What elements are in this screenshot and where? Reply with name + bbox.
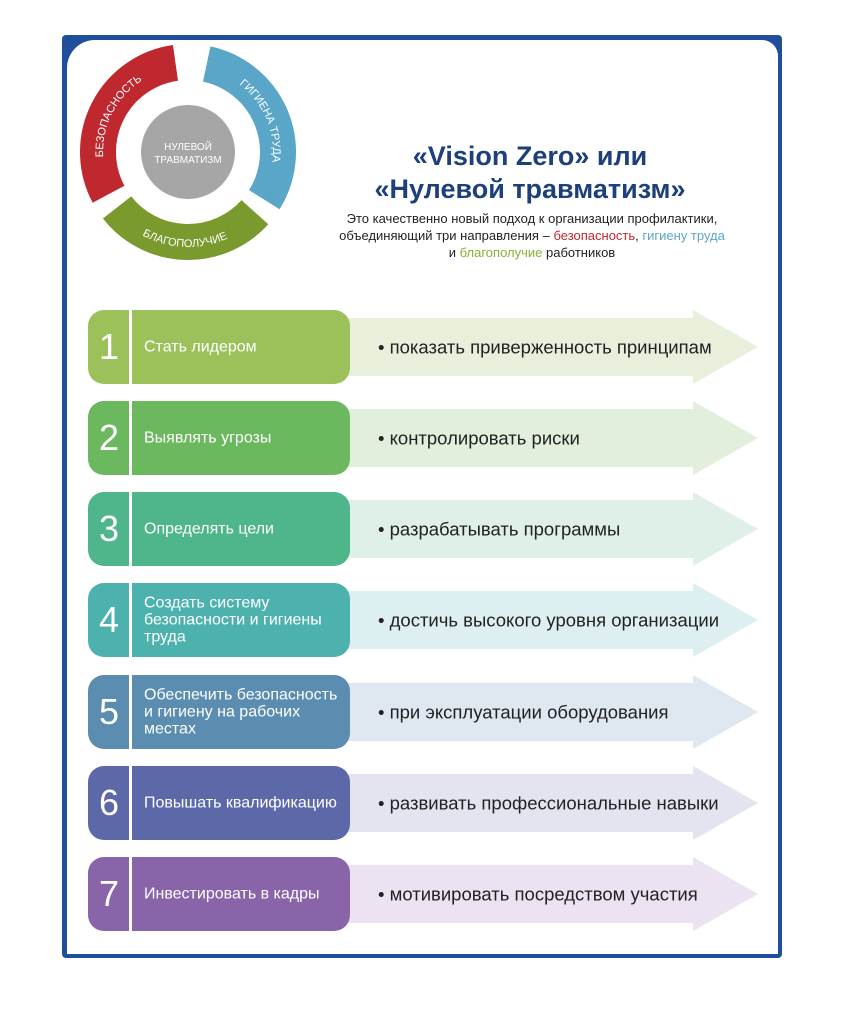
- step-title: Стать лидером: [144, 338, 257, 356]
- step-pill: 3 Определять цели: [88, 492, 350, 566]
- step-number: 7: [98, 873, 120, 914]
- step-divider: [129, 675, 132, 749]
- step-pill: 6 Повышать квалификацию: [88, 766, 350, 840]
- step-divider: [129, 857, 132, 931]
- step-pill: 2 Выявлять угрозы: [88, 401, 350, 475]
- highlight-safety: безопасность: [553, 228, 636, 243]
- highlight-wellbeing: благополучие: [459, 245, 543, 260]
- step-title: Определять цели: [144, 520, 274, 538]
- step-title: Инвестировать в кадры: [144, 885, 320, 903]
- highlight-hygiene: гигиену труда: [642, 228, 725, 243]
- step-action: • развивать профессиональные навыки: [378, 792, 719, 814]
- step-pill: 1 Стать лидером: [88, 310, 350, 384]
- step-divider: [129, 583, 132, 657]
- step-title: Выявлять угрозы: [144, 429, 272, 447]
- step-row: 3 Определять цели • разрабатывать програ…: [88, 492, 758, 566]
- step-number: 2: [98, 417, 120, 458]
- step-divider: [129, 310, 132, 384]
- step-arrow: [338, 492, 758, 566]
- and-word: и: [448, 245, 457, 260]
- center-label-line1: НУЛЕВОЙ: [164, 140, 212, 153]
- step-number: 5: [98, 691, 120, 732]
- step-row: 2 Выявлять угрозы • контролировать риски: [88, 401, 758, 475]
- step-divider: [129, 401, 132, 475]
- step-title: Обеспечить безопасность и гигиену на раб…: [144, 686, 338, 738]
- segment-safety: [80, 45, 179, 203]
- step-pill: 5 Обеспечить безопасность и гигиену на р…: [88, 675, 350, 749]
- step-number: 1: [98, 326, 120, 367]
- step-title: Повышать квалификацию: [144, 794, 337, 812]
- step-row: 7 Инвестировать в кадры • мотивировать п…: [88, 857, 758, 931]
- description-end: работников: [546, 245, 616, 260]
- page-title: «Vision Zero» или «Нулевой травматизм»: [330, 140, 730, 206]
- description-line1: Это качественно новый подход к организац…: [346, 211, 718, 226]
- step-action: • разрабатывать программы: [378, 518, 621, 540]
- step-title: Создать систему безопасности и гигиены т…: [144, 594, 322, 646]
- step-action: • при эксплуатации оборудования: [378, 701, 669, 723]
- step-pill: 7 Инвестировать в кадры: [88, 857, 350, 931]
- step-number: 4: [98, 599, 120, 640]
- step-arrow: [338, 401, 758, 475]
- segment-hygiene: [202, 46, 296, 210]
- step-arrow: [338, 310, 758, 384]
- step-row: 4 Создать систему безопасности и гигиены…: [88, 583, 758, 657]
- step-number: 3: [98, 508, 120, 549]
- title-line2: «Нулевой травматизм»: [374, 174, 686, 204]
- segment-wellbeing: [102, 195, 269, 260]
- comma: ,: [635, 228, 639, 243]
- step-row: 5 Обеспечить безопасность и гигиену на р…: [88, 675, 758, 749]
- step-arrow: [338, 857, 758, 931]
- step-arrow: [338, 675, 758, 749]
- step-pill: 4 Создать систему безопасности и гигиены…: [88, 583, 350, 657]
- description: Это качественно новый подход к организац…: [292, 210, 772, 261]
- title-line1: «Vision Zero» или: [412, 141, 648, 171]
- step-number: 6: [98, 782, 120, 823]
- step-row: 1 Стать лидером • показать приверженност…: [88, 310, 758, 384]
- step-arrow: [338, 583, 758, 657]
- step-action: • мотивировать посредством участия: [378, 883, 698, 905]
- description-line2: объединяющий три направления –: [339, 228, 550, 243]
- step-divider: [129, 766, 132, 840]
- center-label-line2: ТРАВМАТИЗМ: [154, 155, 221, 166]
- step-action: • показать приверженность принципам: [378, 336, 712, 358]
- step-action: • контролировать риски: [378, 427, 580, 449]
- step-action: • достичь высокого уровня организации: [378, 609, 720, 631]
- step-divider: [129, 492, 132, 566]
- step-row: 6 Повышать квалификацию • развивать проф…: [88, 766, 758, 840]
- center-circle: [141, 105, 235, 199]
- step-arrow: [338, 766, 758, 840]
